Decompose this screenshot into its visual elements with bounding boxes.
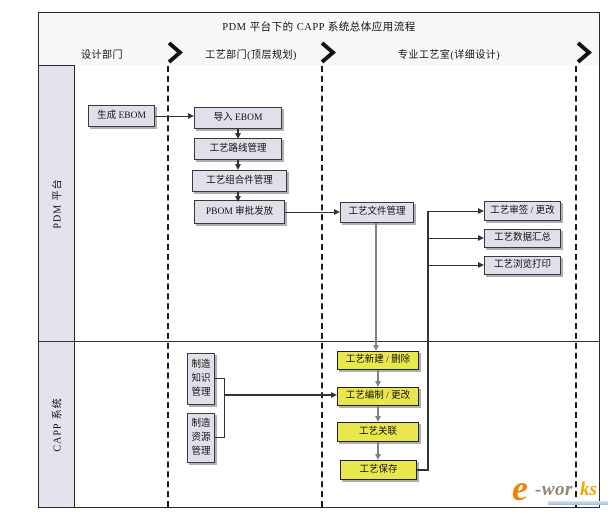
lane-design-dept: 设计部门	[81, 49, 123, 61]
row-divider-line	[38, 341, 600, 342]
node-import-ebom: 导入 EBOM	[194, 107, 282, 129]
logo-underline-bar	[548, 501, 608, 505]
node-route-management: 工艺路线管理	[194, 138, 282, 160]
arrowhead-down	[373, 345, 379, 351]
logo-text-wor: -wor	[535, 479, 573, 500]
lane-separator-dashed	[167, 66, 169, 507]
chevron-right-icon	[167, 41, 184, 64]
node-save: 工艺保存	[340, 460, 417, 480]
edge-route-to-assembly	[237, 160, 239, 164]
node-mfg-knowledge: 制造知识管理	[187, 353, 215, 405]
chevron-right-icon	[576, 41, 593, 64]
node-doc-management: 工艺文件管理	[340, 202, 414, 223]
arrowhead-right	[478, 235, 484, 241]
logo-text-ks: ks	[580, 479, 597, 500]
arrowhead-down	[235, 164, 241, 170]
edge-edit-to-relate	[377, 406, 379, 416]
arrowhead-down	[375, 381, 381, 387]
edge-bus-to-sign	[429, 211, 478, 212]
row-capp-system: CAPP 系统	[38, 341, 75, 508]
logo-e-glyph: e	[512, 468, 528, 508]
edge-docmgmt-to-create	[375, 223, 377, 345]
edge-save-to-bus	[417, 469, 429, 471]
node-assembly-management: 工艺组合件管理	[192, 170, 287, 192]
arrowhead-down	[235, 133, 241, 139]
arrowhead-right	[478, 262, 484, 268]
diagram-title: PDM 平台下的 CAPP 系统总体应用流程	[38, 12, 600, 41]
eworks-watermark-logo: e -wor ks	[512, 468, 612, 511]
row-pdm-platform: PDM 平台	[38, 65, 75, 342]
arrowhead-right	[188, 113, 194, 119]
lane-separator-dashed	[575, 66, 577, 507]
arrowhead-down	[235, 196, 241, 202]
edge-bracket-to-edit	[224, 394, 333, 396]
row-capp-label: CAPP 系统	[53, 397, 64, 452]
arrowhead-right	[478, 208, 484, 214]
diagram-body	[38, 65, 600, 508]
edge-create-to-edit	[377, 370, 379, 381]
node-relate: 工艺关联	[337, 422, 419, 442]
lane-process-office: 专业工艺室(详细设计)	[397, 49, 501, 61]
edge-bracket-vertical	[224, 378, 225, 438]
arrowhead-down	[375, 416, 381, 422]
edge-bus-to-print	[429, 265, 478, 266]
edge-bus-to-summary	[429, 238, 478, 239]
arrowhead-right	[334, 209, 340, 215]
edge-relate-to-save	[377, 442, 379, 454]
edge-resource-to-bracket	[215, 437, 225, 438]
node-generate-ebom: 生成 EBOM	[88, 105, 155, 127]
arrowhead-down	[375, 454, 381, 460]
chevron-right-icon	[320, 41, 337, 64]
node-data-summary: 工艺数据汇总	[484, 229, 561, 248]
edge-pbom-to-docmgmt	[285, 212, 334, 213]
arrowhead-right	[331, 392, 337, 398]
lane-process-dept: 工艺部门(顶层规划)	[205, 49, 297, 61]
node-create-delete: 工艺新建 / 删除	[337, 351, 419, 370]
edge-gen-to-import	[155, 116, 188, 117]
edge-import-to-route	[237, 129, 239, 133]
edge-assembly-to-pbom	[237, 192, 239, 196]
lane-separator-dashed	[321, 66, 323, 507]
node-mfg-resource: 制造资源管理	[187, 413, 215, 463]
node-pbom-release: PBOM 审批发放	[194, 200, 285, 224]
edge-feedback-bus	[427, 211, 429, 471]
node-sign-change: 工艺审签 / 更改	[484, 201, 561, 221]
node-edit-change: 工艺编制 / 更改	[337, 387, 419, 406]
edge-knowledge-to-bracket	[215, 378, 225, 379]
node-browse-print: 工艺浏览打印	[484, 256, 561, 275]
row-pdm-label: PDM 平台	[53, 178, 64, 229]
